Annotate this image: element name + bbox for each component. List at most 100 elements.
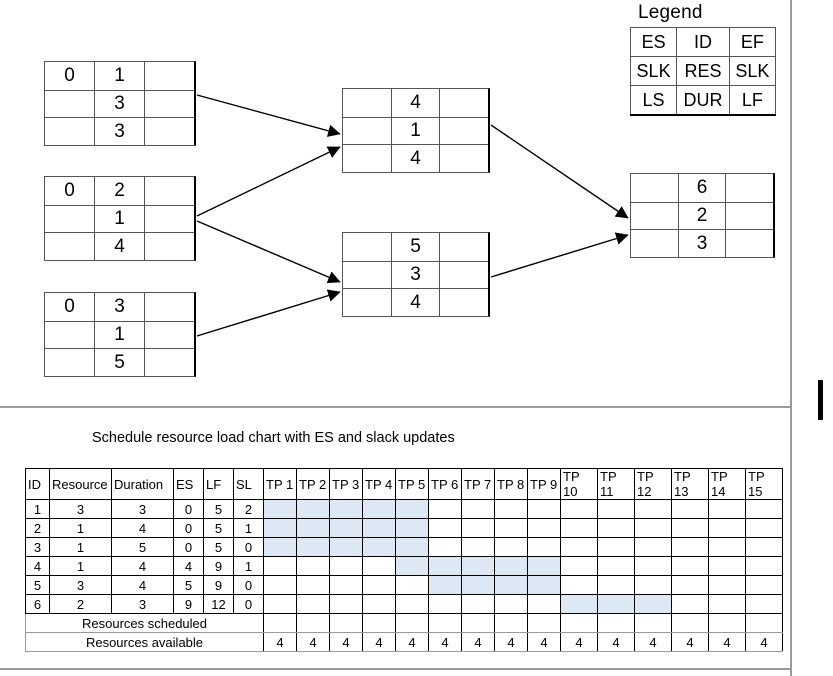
load-cell-empty[interactable] bbox=[671, 537, 709, 557]
load-cell-empty[interactable] bbox=[527, 499, 561, 519]
load-cell-filled[interactable] bbox=[329, 499, 363, 519]
load-cell-filled[interactable] bbox=[362, 537, 396, 557]
load-cell-empty[interactable] bbox=[671, 518, 709, 538]
load-cell-empty[interactable] bbox=[560, 537, 598, 557]
load-cell-empty[interactable] bbox=[362, 575, 396, 595]
load-cell-filled[interactable] bbox=[362, 499, 396, 519]
load-cell-empty[interactable] bbox=[329, 556, 363, 576]
load-cell-filled[interactable] bbox=[329, 518, 363, 538]
activity-node-3[interactable]: 0 3 1 5 bbox=[44, 292, 196, 377]
load-cell-empty[interactable] bbox=[671, 575, 709, 595]
activity-node-5[interactable]: 5 3 4 bbox=[342, 232, 490, 317]
load-cell-filled[interactable] bbox=[527, 575, 561, 595]
load-cell-empty[interactable] bbox=[634, 518, 672, 538]
load-cell-empty[interactable] bbox=[745, 518, 783, 538]
load-cell-empty[interactable] bbox=[428, 518, 462, 538]
activity-node-1[interactable]: 0 1 3 3 bbox=[44, 61, 196, 146]
load-cell-empty[interactable] bbox=[634, 537, 672, 557]
load-cell-empty[interactable] bbox=[560, 556, 598, 576]
load-cell-empty[interactable] bbox=[597, 575, 635, 595]
activity-node-4[interactable]: 4 1 4 bbox=[342, 88, 490, 173]
load-cell-empty[interactable] bbox=[597, 556, 635, 576]
load-cell-filled[interactable] bbox=[395, 556, 429, 576]
load-cell-filled[interactable] bbox=[395, 537, 429, 557]
load-cell-empty[interactable] bbox=[671, 594, 709, 614]
load-cell-empty[interactable] bbox=[708, 575, 746, 595]
load-cell-empty[interactable] bbox=[395, 594, 429, 614]
load-cell-empty[interactable] bbox=[428, 499, 462, 519]
load-cell-empty[interactable] bbox=[634, 575, 672, 595]
load-cell-filled[interactable] bbox=[362, 518, 396, 538]
load-cell-empty[interactable] bbox=[597, 537, 635, 557]
load-cell-empty[interactable] bbox=[428, 537, 462, 557]
load-cell-empty[interactable] bbox=[296, 556, 330, 576]
load-cell-filled[interactable] bbox=[395, 518, 429, 538]
load-cell-empty[interactable] bbox=[634, 499, 672, 519]
load-cell-empty[interactable] bbox=[708, 499, 746, 519]
load-cell-empty[interactable] bbox=[708, 594, 746, 614]
activity-node-6[interactable]: 6 2 3 bbox=[630, 173, 775, 258]
load-cell-empty[interactable] bbox=[461, 594, 495, 614]
load-cell-empty[interactable] bbox=[708, 556, 746, 576]
load-cell-empty[interactable] bbox=[329, 594, 363, 614]
load-cell-empty[interactable] bbox=[634, 556, 672, 576]
load-cell-empty[interactable] bbox=[362, 594, 396, 614]
load-cell-empty[interactable] bbox=[395, 575, 429, 595]
load-cell-filled[interactable] bbox=[560, 594, 598, 614]
load-cell-filled[interactable] bbox=[395, 499, 429, 519]
load-cell-filled[interactable] bbox=[263, 499, 297, 519]
load-cell-empty[interactable] bbox=[560, 575, 598, 595]
load-cell-empty[interactable] bbox=[362, 556, 396, 576]
load-cell-empty[interactable] bbox=[745, 556, 783, 576]
load-cell-filled[interactable] bbox=[263, 537, 297, 557]
load-cell-filled[interactable] bbox=[428, 575, 462, 595]
load-cell-filled[interactable] bbox=[597, 594, 635, 614]
load-cell-empty[interactable] bbox=[708, 518, 746, 538]
load-cell-empty[interactable] bbox=[745, 575, 783, 595]
load-cell-empty[interactable] bbox=[671, 556, 709, 576]
load-cell-filled[interactable] bbox=[329, 537, 363, 557]
load-cell-empty[interactable] bbox=[560, 518, 598, 538]
load-cell-empty[interactable] bbox=[494, 594, 528, 614]
load-cell-filled[interactable] bbox=[461, 575, 495, 595]
load-cell-empty[interactable] bbox=[461, 518, 495, 538]
load-cell-filled[interactable] bbox=[428, 556, 462, 576]
load-cell-empty[interactable] bbox=[494, 518, 528, 538]
load-cell-empty[interactable] bbox=[527, 594, 561, 614]
load-cell-filled[interactable] bbox=[296, 537, 330, 557]
load-cell-empty[interactable] bbox=[263, 556, 297, 576]
load-cell-empty[interactable] bbox=[745, 499, 783, 519]
load-cell-empty[interactable] bbox=[329, 575, 363, 595]
load-cell-empty[interactable] bbox=[296, 594, 330, 614]
activity-node-2[interactable]: 0 2 1 4 bbox=[44, 176, 196, 261]
load-cell-filled[interactable] bbox=[296, 499, 330, 519]
load-cell-filled[interactable] bbox=[634, 594, 672, 614]
load-cell-empty[interactable] bbox=[461, 499, 495, 519]
load-cell-empty[interactable] bbox=[560, 499, 598, 519]
load-cell-empty[interactable] bbox=[263, 594, 297, 614]
load-cell-filled[interactable] bbox=[296, 518, 330, 538]
load-cell-empty[interactable] bbox=[494, 499, 528, 519]
load-cell-empty[interactable] bbox=[708, 537, 746, 557]
load-cell-empty[interactable] bbox=[296, 575, 330, 595]
load-cell-empty[interactable] bbox=[527, 537, 561, 557]
load-cell-filled[interactable] bbox=[527, 556, 561, 576]
load-cell-empty[interactable] bbox=[597, 499, 635, 519]
load-cell-empty[interactable] bbox=[597, 518, 635, 538]
load-cell-empty[interactable] bbox=[745, 594, 783, 614]
load-cell-filled[interactable] bbox=[494, 556, 528, 576]
load-cell-empty[interactable] bbox=[671, 499, 709, 519]
load-cell-filled[interactable] bbox=[461, 556, 495, 576]
load-cell-empty[interactable] bbox=[745, 537, 783, 557]
load-cell-empty[interactable] bbox=[428, 594, 462, 614]
load-cell-empty[interactable] bbox=[461, 537, 495, 557]
load-cell-empty[interactable] bbox=[494, 537, 528, 557]
load-cell-filled[interactable] bbox=[263, 518, 297, 538]
